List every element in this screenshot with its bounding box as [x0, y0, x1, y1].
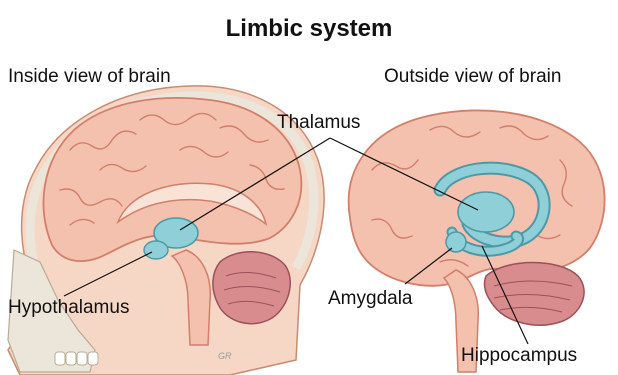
amygdala-label: Amygdala [328, 288, 413, 310]
thalamus-label: Thalamus [277, 112, 360, 134]
hippocampus-label: Hippocampus [461, 345, 577, 367]
page-title: Limbic system [0, 15, 618, 43]
outside-view-subtitle: Outside view of brain [384, 66, 561, 88]
amygdala [446, 232, 466, 252]
hypothalamus-label: Hypothalamus [8, 297, 129, 319]
cerebellum-outside [484, 263, 584, 326]
inside-view-subtitle: Inside view of brain [8, 66, 171, 88]
thalamus-outside [458, 192, 514, 232]
outside-view-brain [349, 110, 605, 372]
artist-signature: GR [218, 351, 232, 361]
cerebellum-inside [213, 252, 290, 324]
hypothalamus-region [144, 241, 168, 259]
